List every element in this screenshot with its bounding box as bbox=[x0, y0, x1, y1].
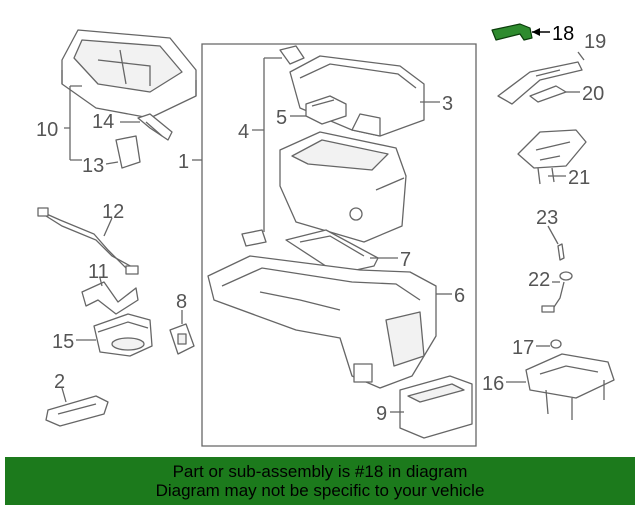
callout-1: 1 bbox=[178, 151, 189, 173]
callout-19: 19 bbox=[584, 31, 606, 53]
callout-9: 9 bbox=[376, 403, 387, 425]
callout-22: 22 bbox=[528, 269, 550, 291]
callout-5: 5 bbox=[276, 107, 287, 129]
part-9-pocket[interactable] bbox=[399, 375, 473, 439]
part-4-clip-upper[interactable] bbox=[279, 45, 305, 65]
callout-20: 20 bbox=[582, 83, 604, 105]
assembly-outline bbox=[201, 43, 477, 447]
callout-12: 12 bbox=[102, 201, 124, 223]
callout-8: 8 bbox=[176, 291, 187, 313]
banner-line-1: Part or sub-assembly is #18 in diagram bbox=[172, 462, 468, 481]
part-8-switch[interactable] bbox=[169, 323, 195, 355]
part-6-console-base[interactable] bbox=[207, 255, 437, 389]
callout-16: 16 bbox=[482, 373, 504, 395]
part-2-trim[interactable] bbox=[45, 395, 109, 427]
part-10-console-bin[interactable] bbox=[61, 29, 197, 119]
callout-6: 6 bbox=[454, 285, 465, 307]
callout-21: 21 bbox=[568, 167, 590, 189]
leader-19 bbox=[577, 51, 585, 61]
part-19-trim-panel[interactable] bbox=[497, 61, 583, 105]
part-13-clip[interactable] bbox=[115, 135, 141, 169]
part-12-harness[interactable] bbox=[37, 207, 139, 275]
leader-11 bbox=[99, 277, 103, 287]
fitment-banner: Part or sub-assembly is #18 in diagram D… bbox=[5, 457, 635, 505]
callout-11: 11 bbox=[88, 261, 109, 283]
leader-23 bbox=[547, 225, 559, 245]
leader-2 bbox=[61, 387, 67, 403]
leader-13 bbox=[105, 161, 119, 165]
part-18-handle[interactable] bbox=[491, 23, 533, 41]
callout-17: 17 bbox=[512, 337, 534, 359]
callout-4: 4 bbox=[238, 121, 249, 143]
callout-10: 10 bbox=[36, 119, 58, 141]
part-15-cup-holder[interactable] bbox=[93, 313, 153, 357]
callout-13: 13 bbox=[82, 155, 104, 177]
part-17-knob[interactable] bbox=[550, 339, 562, 349]
callout-18: 18 bbox=[552, 23, 574, 45]
part-3-armrest-lid[interactable] bbox=[289, 55, 425, 137]
leader-12 bbox=[103, 217, 113, 237]
part-20-cover[interactable] bbox=[529, 85, 567, 103]
parts-diagram: 10 14 13 12 11 15 2 8 1 bbox=[36, 23, 615, 447]
armrest-body bbox=[279, 131, 407, 243]
callout-15: 15 bbox=[52, 331, 74, 353]
part-23-bulb[interactable] bbox=[557, 243, 565, 261]
callout-23: 23 bbox=[536, 207, 558, 229]
callout-7: 7 bbox=[400, 249, 411, 271]
arrow-18-icon bbox=[532, 28, 540, 36]
part-14-bracket[interactable] bbox=[137, 113, 173, 141]
callout-2: 2 bbox=[54, 371, 65, 393]
callout-14: 14 bbox=[92, 111, 114, 133]
part-4-clip-lower[interactable] bbox=[241, 229, 267, 247]
leader-4 bbox=[252, 57, 282, 232]
part-11-bracket[interactable] bbox=[81, 281, 139, 315]
part-16-shifter[interactable] bbox=[525, 353, 615, 420]
callout-3: 3 bbox=[442, 93, 453, 115]
part-22-socket[interactable] bbox=[541, 271, 573, 313]
banner-line-2: Diagram may not be specific to your vehi… bbox=[155, 481, 485, 500]
part-21-shift-bezel[interactable] bbox=[517, 129, 587, 185]
leader-10 bbox=[64, 85, 82, 161]
